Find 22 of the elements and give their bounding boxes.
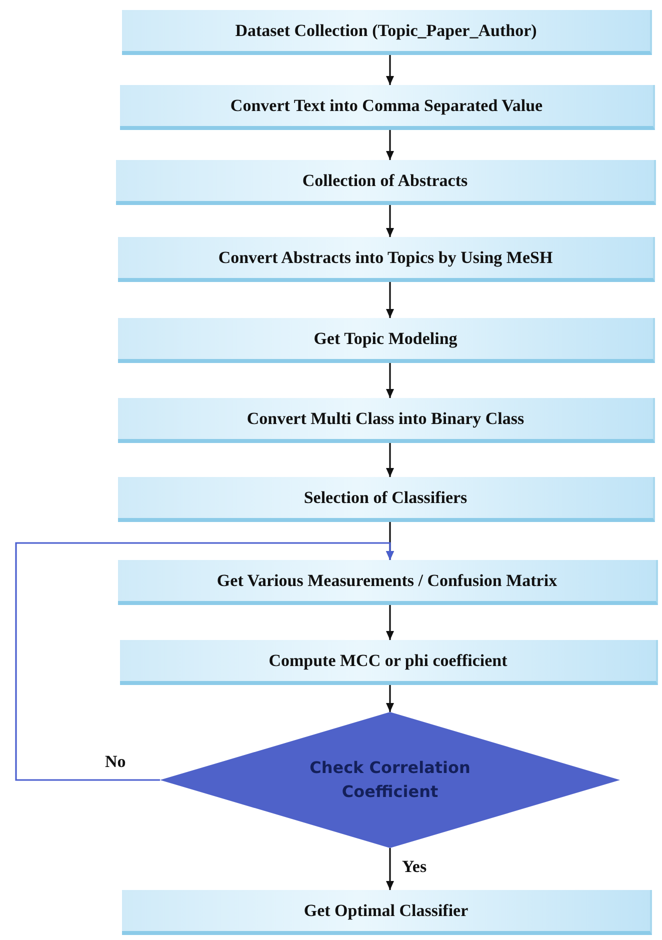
process-box: Dataset Collection (Topic_Paper_Author) — [122, 10, 652, 55]
arrow — [386, 605, 394, 640]
arrow — [386, 205, 394, 237]
arrow — [386, 130, 394, 160]
process-box: Convert Text into Comma Separated Value — [120, 85, 655, 130]
process-box: Get Optimal Classifier — [122, 890, 652, 935]
process-box: Collection of Abstracts — [116, 160, 656, 205]
decision-text: Check Correlation Coefficient — [308, 757, 472, 803]
process-box: Get Topic Modeling — [118, 318, 655, 363]
arrow — [386, 363, 394, 398]
arrow — [386, 443, 394, 477]
arrow — [386, 685, 394, 712]
process-box: Get Various Measurements / Confusion Matrix — [118, 560, 658, 605]
arrow — [386, 55, 394, 85]
process-box: Selection of Classifiers — [118, 477, 655, 522]
process-box: Convert Abstracts into Topics by Using MeSH — [118, 237, 655, 282]
process-box: Convert Multi Class into Binary Class — [118, 398, 655, 443]
decision-diamond — [160, 712, 620, 848]
process-box: Compute MCC or phi coefficient — [120, 640, 658, 685]
arrow — [386, 282, 394, 318]
arrow — [386, 848, 394, 890]
arrow — [15, 542, 394, 781]
